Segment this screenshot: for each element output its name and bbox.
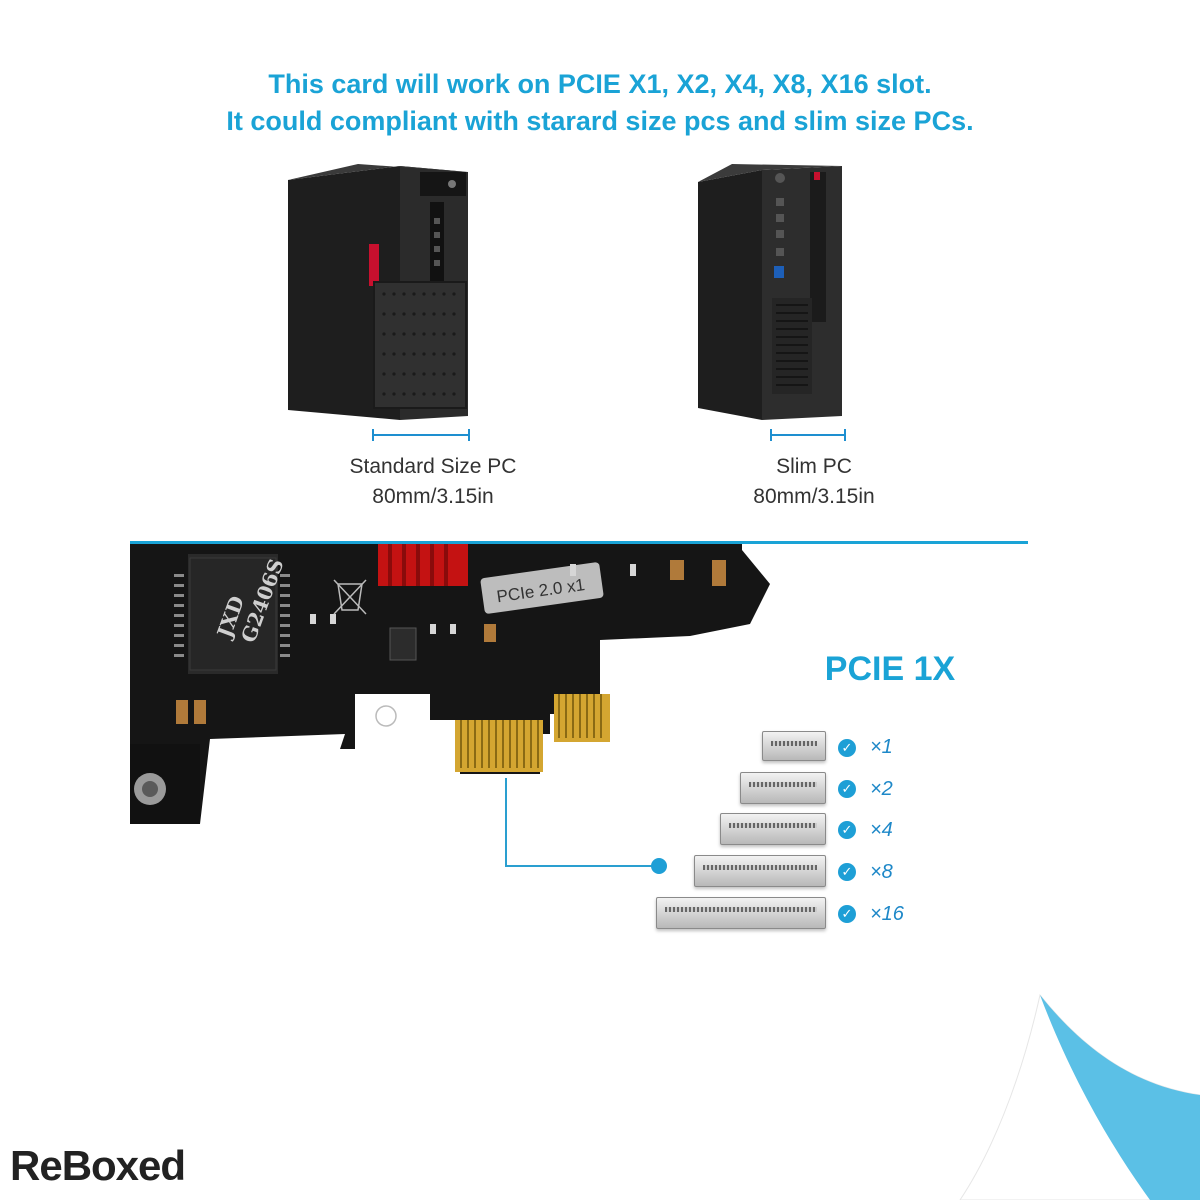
pcie-card-image: JXD G2406S PCIe 2.0 x1 [130,544,770,824]
connector-dot [651,858,667,874]
check-icon: ✓ [838,905,856,923]
slim-pc-name: Slim PC [776,455,852,478]
slim-pc-size: 80mm/3.15in [753,485,875,508]
slot-label-x1: ×1 [870,736,893,758]
slot-label-x2: ×2 [870,778,893,800]
slots-title: PCIE 1X [824,650,956,688]
connector-line-horizontal [505,865,655,867]
slot-x8 [694,855,826,887]
standard-pc-size: 80mm/3.15in [372,485,494,508]
slot-x4 [720,813,826,845]
slim-pc-width-marker [770,429,846,441]
headline-line-2: It could compliant with starard size pcs… [226,106,974,136]
check-icon: ✓ [838,863,856,881]
check-icon: ✓ [838,780,856,798]
standard-pc-name: Standard Size PC [349,455,517,478]
slot-x16 [656,897,826,929]
slot-label-x8: ×8 [870,861,893,883]
check-icon: ✓ [838,739,856,757]
check-icon: ✓ [838,821,856,839]
section-divider [130,541,1028,544]
slot-label-x4: ×4 [870,819,893,841]
standard-pc-image [288,164,468,420]
page-curl-graphic [959,993,1200,1200]
brand-logo: ReBoxed [10,1142,186,1189]
standard-pc-width-marker [372,429,470,441]
slot-x2 [740,772,826,804]
slot-label-x16: ×16 [870,903,904,925]
slot-x1 [762,731,826,761]
connector-line-vertical [505,778,507,866]
headline-line-1: This card will work on PCIE X1, X2, X4, … [268,69,932,99]
slim-pc-image [698,164,842,420]
